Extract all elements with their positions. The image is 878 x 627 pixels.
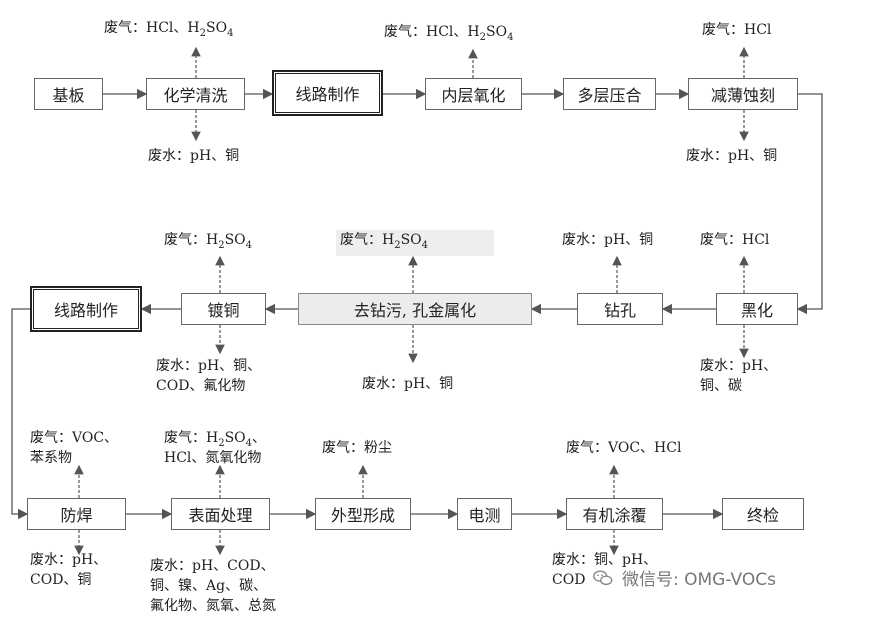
watermark-text: 微信号: OMG-VOCs <box>622 570 776 590</box>
node-final-inspection: 终检 <box>722 498 804 530</box>
cu-plate-gas-label: 废气：H2SO4 <box>164 232 253 251</box>
solder-gas-label-2: 苯系物 <box>30 450 72 466</box>
node-surface: 表面处理 <box>171 498 270 530</box>
wechat-icon <box>593 569 613 585</box>
chem-clean-water-label: 废水：pH、铜 <box>148 148 240 164</box>
node-label: 钻孔 <box>603 301 636 320</box>
node-circuit-1: 线路制作 <box>272 70 383 116</box>
blacken-water-label-1: 废水：pH、 <box>700 358 778 374</box>
chem-clean-gas-label: 废气：HCl、H2SO4 <box>104 20 234 39</box>
desmear-water-label: 废水：pH、铜 <box>362 376 454 392</box>
node-blacken: 黑化 <box>716 293 798 325</box>
blacken-gas-label: 废气：HCl <box>700 232 770 248</box>
profile-gas-label: 废气：粉尘 <box>322 440 392 456</box>
node-label: 防焊 <box>60 506 93 525</box>
cu-plate-water-label-2: COD、氟化物 <box>156 378 246 394</box>
node-inner-oxidation: 内层氧化 <box>425 78 522 110</box>
node-label: 线路制作 <box>53 301 118 320</box>
node-label: 电测 <box>468 506 501 525</box>
node-organic-coat: 有机涂覆 <box>566 498 663 530</box>
node-label: 线路制作 <box>295 85 360 104</box>
node-substrate: 基板 <box>34 78 103 110</box>
node-solder-mask: 防焊 <box>27 498 126 530</box>
surface-gas-label-1: 废气：H2SO4、 <box>164 430 267 449</box>
node-label: 有机涂覆 <box>582 506 647 525</box>
node-label: 基板 <box>52 86 85 105</box>
solder-gas-label-1: 废气：VOC、 <box>30 430 119 446</box>
solder-water-label-2: COD、铜 <box>30 572 92 588</box>
surface-water-label-3: 氟化物、氮氧、总氮 <box>150 598 276 614</box>
org-coat-gas-label: 废气：VOC、HCl <box>566 440 682 456</box>
solder-water-label-1: 废水：pH、 <box>30 552 108 568</box>
node-label: 外型形成 <box>330 506 395 525</box>
inner-oxid-gas-label: 废气：HCl、H2SO4 <box>384 24 514 43</box>
node-label: 终检 <box>746 506 779 525</box>
org-coat-water-label-1: 废水：铜、pH、 <box>552 552 658 568</box>
node-drill: 钻孔 <box>577 293 663 325</box>
node-profile: 外型形成 <box>315 498 411 530</box>
node-label: 表面处理 <box>188 506 253 525</box>
node-label: 多层压合 <box>577 86 642 105</box>
node-circuit-2: 线路制作 <box>30 286 142 332</box>
node-label: 去钻污, 孔金属化 <box>353 301 477 320</box>
node-lamination: 多层压合 <box>563 78 656 110</box>
node-thin-etch: 减薄蚀刻 <box>688 78 798 110</box>
node-copper-plate: 镀铜 <box>181 293 266 325</box>
node-chem-clean: 化学清洗 <box>146 78 245 110</box>
node-label: 内层氧化 <box>441 86 506 105</box>
drill-water-label: 废水：pH、铜 <box>562 232 654 248</box>
org-coat-water-label-2: COD <box>552 572 586 588</box>
thin-etch-gas-label: 废气：HCl <box>702 22 772 38</box>
surface-gas-label-2: HCl、氮氧化物 <box>164 450 262 466</box>
node-e-test: 电测 <box>457 498 512 530</box>
surface-water-label-1: 废水：pH、COD、 <box>150 558 275 574</box>
watermark: 微信号: OMG-VOCs <box>592 565 776 590</box>
cu-plate-water-label-1: 废水：pH、铜、 <box>156 358 262 374</box>
thin-etch-water-label: 废水：pH、铜 <box>686 148 778 164</box>
node-label: 化学清洗 <box>163 86 228 105</box>
surface-water-label-2: 铜、镍、Ag、碳、 <box>150 578 268 594</box>
node-label: 镀铜 <box>207 301 240 320</box>
node-label: 黑化 <box>740 301 773 320</box>
blacken-water-label-2: 铜、碳 <box>700 378 742 394</box>
node-label: 减薄蚀刻 <box>710 86 775 105</box>
node-desmear: 去钻污, 孔金属化 <box>298 293 532 325</box>
desmear-gas-label: 废气：H2SO4 <box>336 230 494 256</box>
